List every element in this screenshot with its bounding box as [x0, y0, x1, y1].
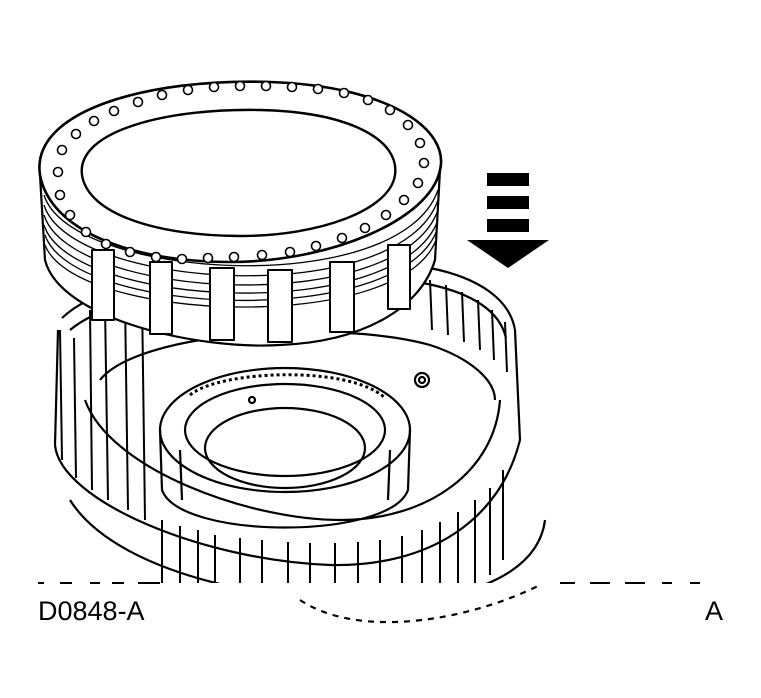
- install-direction-arrow-icon: [467, 173, 549, 268]
- clutch-pack-assembly: [38, 80, 443, 347]
- ring-bolt-holes: [52, 80, 430, 265]
- figure-reference-code: D0848-A: [38, 598, 149, 625]
- callout-letter-a: A: [705, 596, 724, 626]
- clutch-drum-housing: [53, 259, 547, 624]
